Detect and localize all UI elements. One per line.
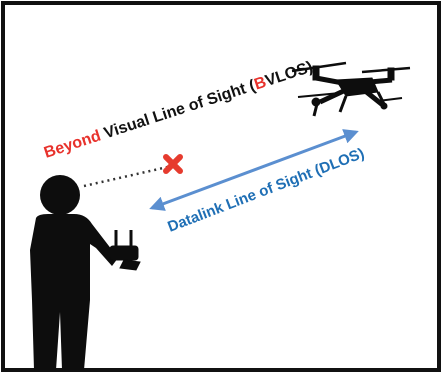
- drone-icon: [291, 61, 411, 117]
- remote-controller-icon: [109, 230, 141, 271]
- title-b-letter: B: [252, 74, 268, 94]
- person-operator-icon: [30, 175, 118, 370]
- double-arrow-icon: [149, 129, 359, 211]
